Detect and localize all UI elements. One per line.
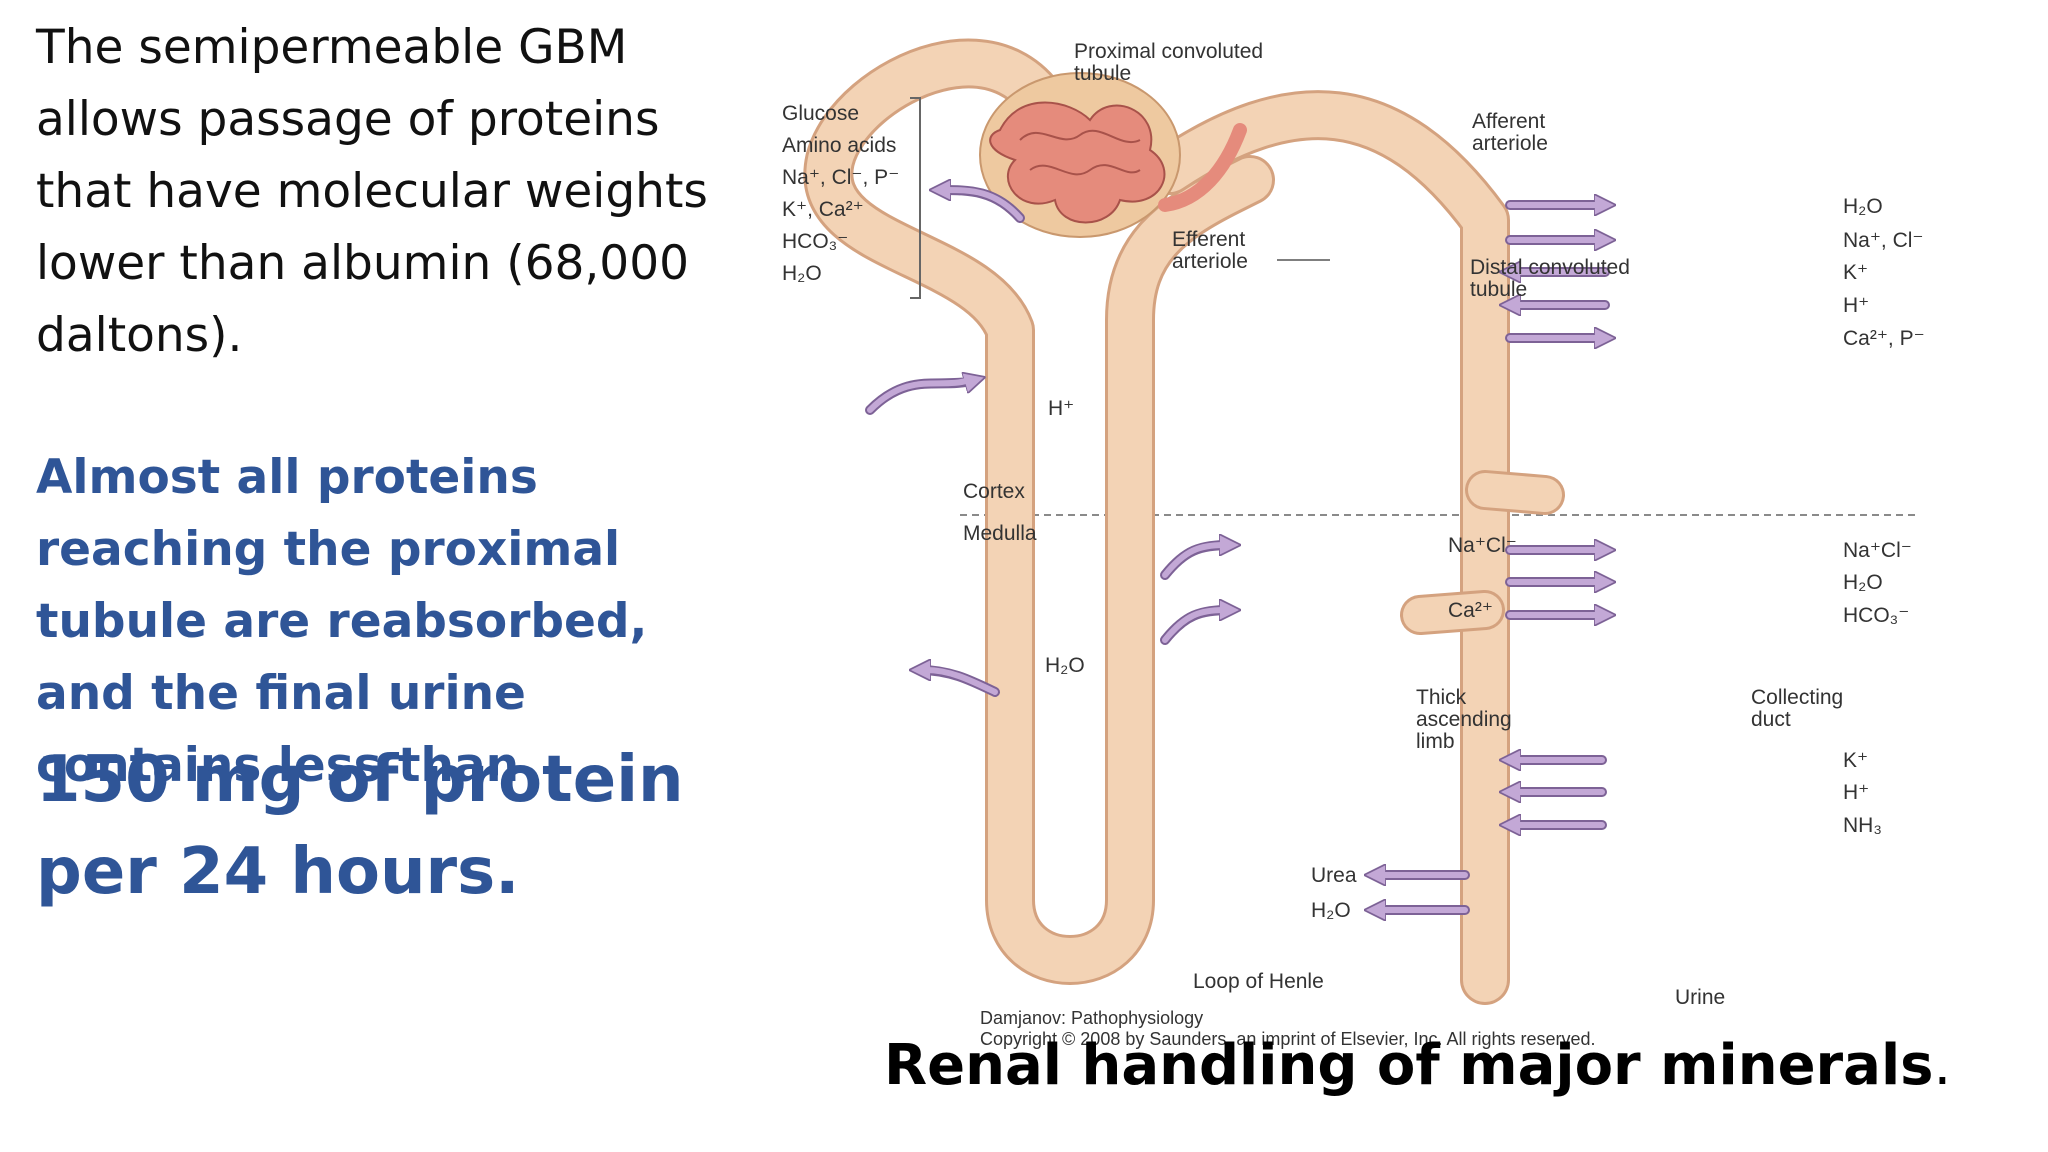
gbm-paragraph: The semipermeable GBM allows passage of …: [36, 20, 708, 363]
caption-period: .: [1933, 1033, 1952, 1098]
slide-caption: Renal handling of major minerals.: [884, 1033, 1951, 1098]
solute-h-proximal: H⁺: [1048, 397, 1074, 420]
protein-limit-paragraph: 150 mg of protein per 24 hours.: [36, 743, 684, 909]
transport-arrows-fill: [867, 187, 1608, 913]
solute-h-collecting: H⁺: [1843, 781, 1869, 804]
label-cortex: Cortex: [963, 480, 1025, 503]
solute-hco3: HCO₃⁻: [782, 230, 848, 253]
tubule: [803, 38, 1565, 1005]
solute-nacl-distal: Na⁺, Cl⁻: [1843, 229, 1924, 252]
structure-labels: Proximal convoluted tubule Afferent arte…: [963, 40, 1843, 1009]
label-efferent-1: Efferent: [1172, 228, 1245, 251]
reabsorption-paragraph: Almost all proteins reaching the proxima…: [36, 450, 648, 793]
credit-source: Damjanov: Pathophysiology: [980, 1008, 1203, 1028]
credit-copyright: Copyright © 2008 by Saunders, an imprint…: [980, 1029, 1596, 1049]
solute-h-distal: H⁺: [1843, 294, 1869, 317]
label-loop-of-henle: Loop of Henle: [1193, 970, 1324, 993]
solute-labels: Glucose Amino acids Na⁺, Cl⁻, P⁻ K⁺, Ca²…: [782, 102, 1925, 922]
label-thick-2: ascending: [1416, 708, 1512, 731]
solute-urea-medullary: Urea: [1311, 864, 1357, 887]
label-thick-3: limb: [1416, 730, 1455, 753]
label-proximal-1: Proximal convoluted: [1074, 40, 1263, 63]
afferent-arteriole-vessel: [1158, 123, 1247, 212]
solute-h2o-collecting: H₂O: [1843, 571, 1883, 594]
label-proximal-2: tubule: [1074, 62, 1131, 85]
solute-hco3-collecting: HCO₃⁻: [1843, 604, 1909, 627]
label-medulla: Medulla: [963, 522, 1037, 545]
solute-nh3-collecting: NH₃: [1843, 814, 1882, 837]
caption-text: Renal handling of major minerals: [884, 1033, 1934, 1098]
label-collecting-1: Collecting: [1751, 686, 1843, 709]
label-thick-1: Thick: [1416, 686, 1467, 709]
solute-amino-acids: Amino acids: [782, 134, 896, 157]
solute-h2o: H₂O: [782, 262, 822, 285]
solute-ca-thick: Ca²⁺: [1448, 599, 1493, 622]
label-afferent-2: arteriole: [1472, 132, 1548, 155]
nephron-diagram: Proximal convoluted tubule Afferent arte…: [782, 38, 1925, 1049]
label-urine: Urine: [1675, 986, 1725, 1009]
solute-h2o-distal: H₂O: [1843, 195, 1883, 218]
solute-k-collecting: K⁺: [1843, 749, 1868, 772]
proximal-bracket: [910, 97, 921, 299]
label-collecting-2: duct: [1751, 708, 1791, 731]
label-efferent-2: arteriole: [1172, 250, 1248, 273]
solute-ca-p-distal: Ca²⁺, P⁻: [1843, 327, 1925, 350]
solute-nacl-thick: Na⁺Cl⁻: [1448, 534, 1517, 557]
glomerulus: [979, 72, 1247, 238]
left-text-panel: The semipermeable GBM allows passage of …: [36, 12, 756, 909]
solute-k-distal: K⁺: [1843, 261, 1868, 284]
solute-glucose: Glucose: [782, 102, 859, 125]
label-afferent-1: Afferent: [1472, 110, 1545, 133]
solute-h2o-descending: H₂O: [1045, 654, 1085, 677]
solute-k-ca: K⁺, Ca²⁺: [782, 198, 864, 221]
solute-na-cl-p: Na⁺, Cl⁻, P⁻: [782, 166, 899, 189]
solute-h2o-medullary: H₂O: [1311, 899, 1351, 922]
label-distal-2: tubule: [1470, 278, 1527, 301]
solute-nacl-collecting: Na⁺Cl⁻: [1843, 539, 1912, 562]
label-distal-1: Distal convoluted: [1470, 256, 1630, 279]
